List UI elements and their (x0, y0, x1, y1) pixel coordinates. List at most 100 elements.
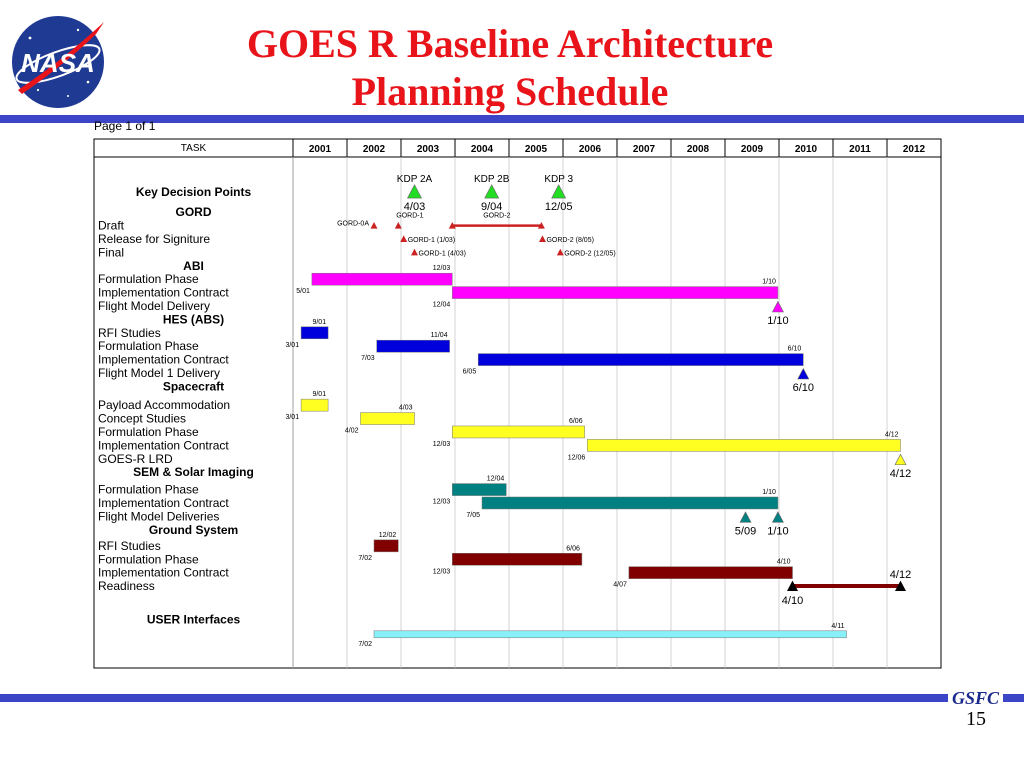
bar-end-label: 4/11 (831, 623, 844, 630)
year-label: 2006 (579, 144, 602, 155)
bar-start-label: 12/03 (433, 568, 451, 575)
bar-start-label: 4/07 (613, 582, 627, 589)
row-label: Implementation Contract (98, 286, 229, 300)
row-label: Implementation Contract (98, 438, 229, 452)
year-label: 2008 (687, 144, 710, 155)
readiness-start-triangle (787, 580, 798, 592)
year-label: 2004 (471, 144, 494, 155)
readiness-end-label: 4/12 (890, 569, 911, 581)
gord-draft-triangle (370, 221, 378, 229)
bar-start-label: 4/02 (345, 428, 359, 435)
year-label: 2005 (525, 144, 548, 155)
year-label: 2012 (903, 144, 926, 155)
chart-frame (93, 138, 942, 669)
task-bar (452, 286, 779, 299)
task-bar (300, 326, 329, 340)
bar-start-label: 7/03 (361, 355, 375, 362)
row-label: RFI Studies (98, 539, 161, 553)
row-label: Flight Model 1 Delivery (98, 366, 220, 380)
row-label: Final (98, 245, 124, 259)
task-bar (373, 539, 399, 553)
row-label: RFI Studies (98, 326, 161, 340)
bar-end-label: 4/10 (777, 559, 791, 566)
gsfc-label: GSFC (948, 688, 1004, 709)
row-heading: USER Interfaces (147, 613, 241, 627)
task-bar (311, 272, 453, 286)
bar-end-label: 4/12 (885, 431, 899, 438)
milestone-label: 4/03 (404, 201, 425, 213)
gord-1-label: GORD-1 (396, 213, 423, 220)
bar-end-label: 1/10 (762, 489, 776, 496)
milestone-triangle (739, 511, 752, 523)
bar-start-label: 12/06 (568, 454, 586, 461)
row-label: GOES-R LRD (98, 452, 173, 466)
bar-end-label: 9/01 (312, 319, 326, 326)
row-label: Release for Signiture (98, 232, 210, 246)
kdp-label: KDP 3 (544, 174, 573, 185)
bar-end-label: 4/03 (399, 405, 413, 412)
gord-draft-triangle (394, 221, 402, 229)
gord-2-release-label: GORD-2 (8/05) (546, 237, 593, 244)
bar-end-label: 6/10 (788, 346, 802, 353)
year-label: 2010 (795, 144, 818, 155)
bar-start-label: 7/05 (466, 512, 480, 519)
year-label: 2007 (633, 144, 656, 155)
bar-end-label: 12/04 (487, 476, 505, 483)
year-label: 2009 (741, 144, 764, 155)
bar-start-label: 7/02 (358, 641, 372, 648)
bar-start-label: 3/01 (285, 414, 299, 421)
kdp-label: KDP 2B (474, 174, 510, 185)
gord-2-label: GORD-2 (483, 213, 510, 220)
milestone-label: 9/04 (481, 201, 502, 213)
task-bar (452, 553, 583, 566)
row-label: Concept Studies (98, 412, 186, 426)
bar-end-label: 1/10 (762, 279, 776, 286)
logo-wordmark: NASA (21, 48, 95, 78)
row-heading: ABI (183, 259, 204, 273)
bar-start-label: 6/05 (463, 369, 477, 376)
bar-end-label: 12/02 (379, 532, 397, 539)
gord-2-end-triangle (537, 221, 545, 229)
gord-2-release-triangle (538, 235, 546, 242)
milestone-label: 12/05 (545, 201, 573, 213)
kdp-label: KDP 2A (397, 174, 433, 185)
milestone-label: 1/10 (767, 315, 788, 327)
row-label: Formulation Phase (98, 339, 199, 353)
row-label: Implementation Contract (98, 496, 229, 510)
row-heading: Ground System (149, 523, 238, 537)
row-label: Payload Accommodation (98, 398, 230, 412)
bar-end-label: 6/06 (569, 418, 583, 425)
task-bar (373, 630, 847, 639)
milestone-triangle (407, 184, 422, 199)
page-title: GOES R Baseline Architecture (246, 21, 774, 66)
task-bar (477, 353, 804, 366)
gord-2-final-label: GORD-2 (12/05) (564, 250, 615, 257)
task-bar (452, 483, 507, 496)
row-heading: HES (ABS) (163, 312, 224, 326)
row-label: Flight Model Delivery (98, 299, 210, 313)
row-label: Formulation Phase (98, 552, 199, 566)
row-label: Flight Model Deliveries (98, 509, 219, 523)
milestone-triangle (551, 184, 567, 199)
bottom-divider-band (0, 694, 1024, 702)
gord-0a-label: GORD-0A (337, 221, 369, 228)
milestone-triangle (484, 184, 500, 199)
milestone-triangle (771, 300, 784, 313)
milestone-triangle (894, 453, 907, 466)
bar-end-label: 9/01 (312, 391, 326, 398)
bar-end-label: 6/06 (566, 545, 580, 552)
row-label: Formulation Phase (98, 483, 199, 497)
bar-start-label: 7/02 (358, 555, 372, 562)
bar-start-label: 12/04 (433, 302, 451, 309)
task-bar (452, 425, 585, 439)
row-label: Formulation Phase (98, 272, 199, 286)
milestone-triangle (797, 367, 810, 380)
readiness-start-label: 4/10 (782, 595, 803, 607)
row-heading: SEM & Solar Imaging (133, 465, 254, 479)
page-subtitle: Planning Schedule (351, 69, 669, 114)
bar-end-label: 11/04 (431, 332, 448, 339)
row-label: Formulation Phase (98, 425, 199, 439)
gord-2-final-triangle (556, 248, 564, 256)
row-label: Implementation Contract (98, 353, 229, 367)
